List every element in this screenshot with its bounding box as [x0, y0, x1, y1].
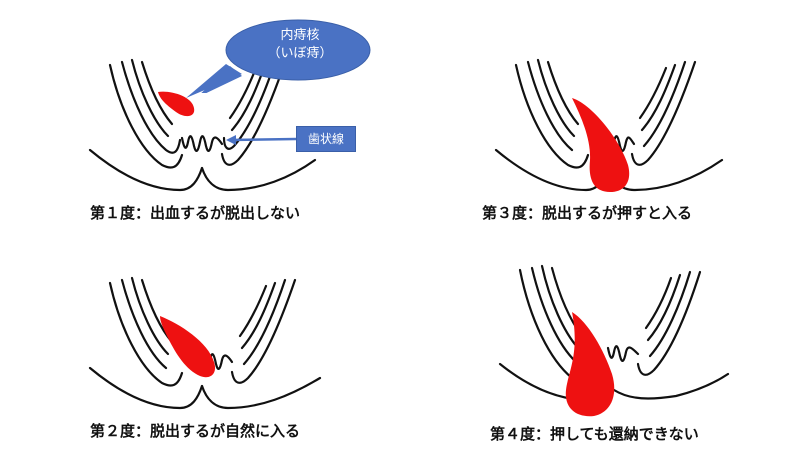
stage2-anatomy-illustration [88, 276, 322, 410]
callout-line2: （いぼ痔） [267, 46, 333, 61]
stage2-hemorrhoid [160, 316, 216, 378]
stage4-caption: 第４度：押しても還納できない [490, 425, 699, 443]
stage3-panel: 第３度：脱出するが押すと入る [480, 40, 780, 250]
stage1-panel: 第１度：出血するが脱出しない [80, 40, 380, 250]
stage4-hemorrhoid [565, 312, 615, 417]
callout-tail [186, 64, 242, 98]
stage1-hemorrhoid [158, 91, 195, 117]
dentate-line-label: 歯状線 [296, 126, 356, 152]
stage2-panel: 第２度：脱出するが自然に入る [80, 258, 380, 456]
stage4-anatomy-illustration [498, 264, 730, 417]
stage3-hemorrhoid [572, 98, 630, 192]
stage1-anatomy-illustration [88, 58, 317, 192]
stage2-caption: 第２度：脱出するが自然に入る [90, 422, 301, 440]
stage3-anatomy-illustration [494, 58, 724, 192]
stage1-caption: 第１度：出血するが脱出しない [90, 204, 301, 222]
stage3-caption: 第３度：脱出するが押すと入る [482, 204, 693, 222]
stage4-panel: 第４度：押しても還納できない [480, 250, 780, 456]
callout-line1: 内痔核 [280, 28, 320, 43]
